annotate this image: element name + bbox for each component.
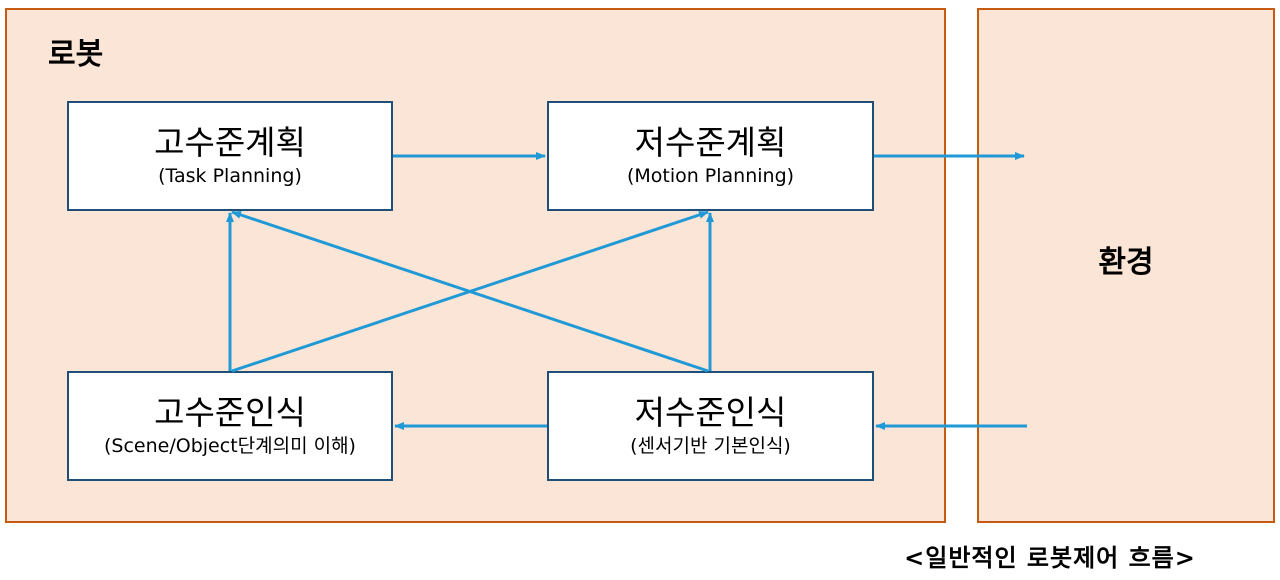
- task-planning-title: 고수준계획: [154, 122, 306, 162]
- low-perception-node: 저수준인식 (센서기반 기본인식): [547, 371, 874, 481]
- high-perception-title: 고수준인식: [154, 392, 306, 432]
- high-perception-node: 고수준인식 (Scene/Object단계의미 이해): [67, 371, 393, 481]
- motion-planning-subtitle: (Motion Planning): [626, 164, 795, 187]
- diagram-caption: <일반적인 로봇제어 흐름>: [904, 544, 1196, 572]
- task-planning-subtitle: (Task Planning): [158, 164, 302, 187]
- low-perception-subtitle: (센서기반 기본인식): [630, 434, 791, 457]
- task-planning-node: 고수준계획 (Task Planning): [67, 101, 393, 211]
- environment-title: 환경: [1098, 245, 1154, 280]
- high-perception-subtitle: (Scene/Object단계의미 이해): [104, 434, 356, 457]
- low-perception-title: 저수준인식: [634, 392, 787, 432]
- motion-planning-title: 저수준계획: [634, 122, 787, 162]
- robot-title: 로봇: [48, 37, 104, 72]
- environment-panel: [977, 8, 1275, 523]
- arrow-low-perception-to-task: [231, 210, 709, 373]
- motion-planning-node: 저수준계획 (Motion Planning): [547, 101, 874, 211]
